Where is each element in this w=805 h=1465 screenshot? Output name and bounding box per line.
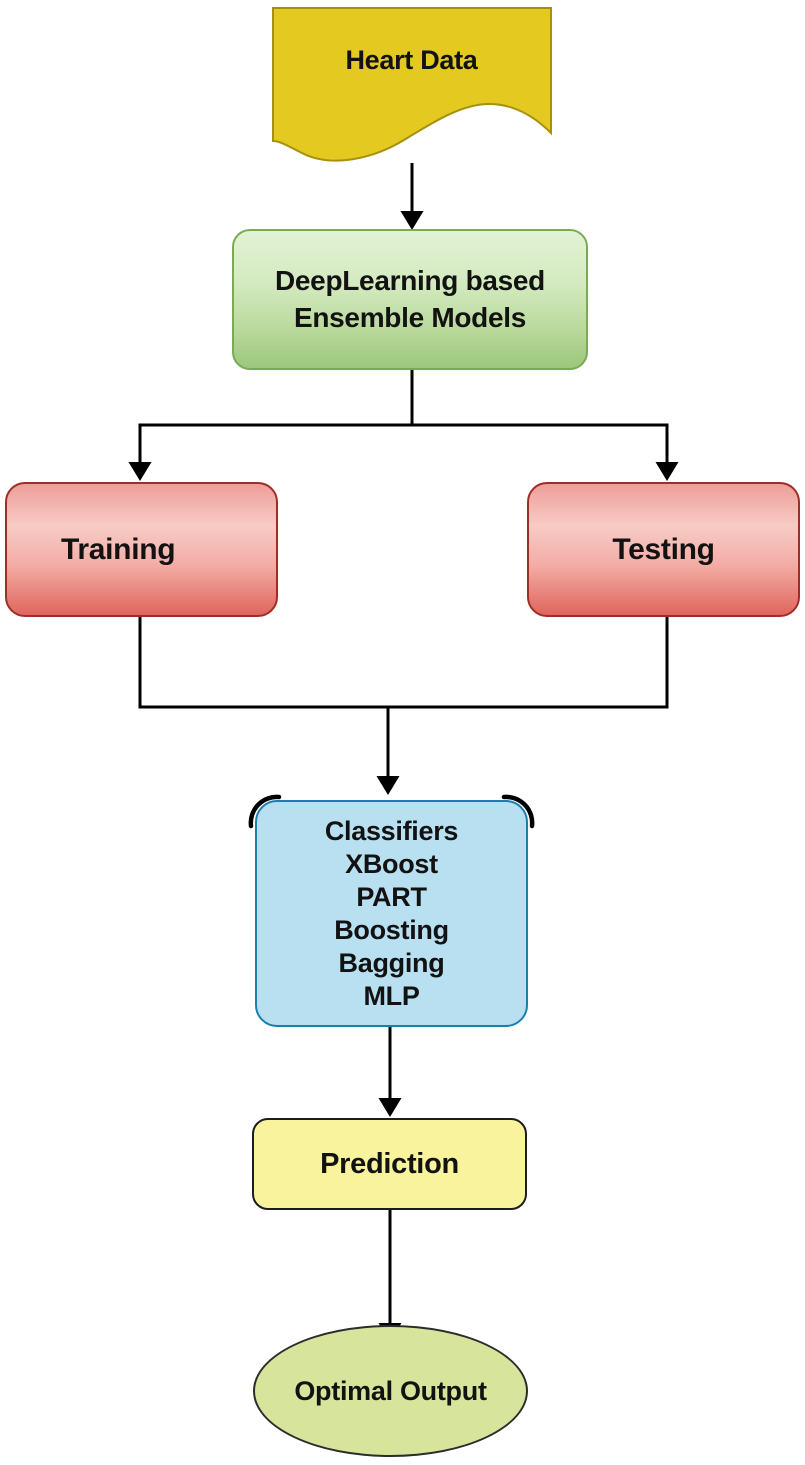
node-testing: Testing bbox=[527, 482, 800, 617]
ensemble-label-line1: DeepLearning based bbox=[274, 264, 545, 296]
node-heart-data: Heart Data bbox=[272, 14, 551, 106]
arrowhead-ensemble bbox=[400, 211, 424, 230]
classifiers-line-xboost: XBoost bbox=[345, 848, 438, 879]
node-classifiers: Classifiers XBoost PART Boosting Bagging… bbox=[255, 800, 528, 1027]
node-ensemble-models: DeepLearning based Ensemble Models bbox=[232, 229, 588, 370]
arrowhead-classifiers bbox=[376, 776, 400, 795]
ensemble-label: DeepLearning based Ensemble Models bbox=[275, 263, 545, 337]
testing-label: Testing bbox=[612, 532, 715, 566]
training-label: Training bbox=[61, 532, 176, 566]
prediction-label: Prediction bbox=[320, 1147, 459, 1180]
classifiers-corner-accent-left bbox=[248, 794, 282, 829]
heart-data-document-shape bbox=[272, 7, 552, 162]
node-optimal-output: Optimal Output bbox=[253, 1325, 528, 1457]
arrowhead-prediction bbox=[378, 1098, 402, 1117]
classifiers-line-bagging: Bagging bbox=[338, 947, 445, 978]
classifiers-line-part: PART bbox=[356, 881, 427, 912]
ensemble-label-line2: Ensemble Models bbox=[293, 301, 526, 333]
node-prediction: Prediction bbox=[252, 1118, 527, 1210]
arrowhead-training bbox=[128, 462, 152, 481]
node-training: Training bbox=[5, 482, 278, 617]
optimal-output-label: Optimal Output bbox=[294, 1375, 487, 1406]
classifiers-line-boosting: Boosting bbox=[334, 914, 449, 945]
heart-data-label: Heart Data bbox=[345, 44, 478, 75]
arrowhead-testing bbox=[655, 462, 679, 481]
classifiers-corner-accent-right bbox=[501, 794, 535, 829]
classifiers-line-classifiers: Classifiers bbox=[324, 815, 459, 846]
classifiers-line-mlp: MLP bbox=[363, 980, 420, 1011]
